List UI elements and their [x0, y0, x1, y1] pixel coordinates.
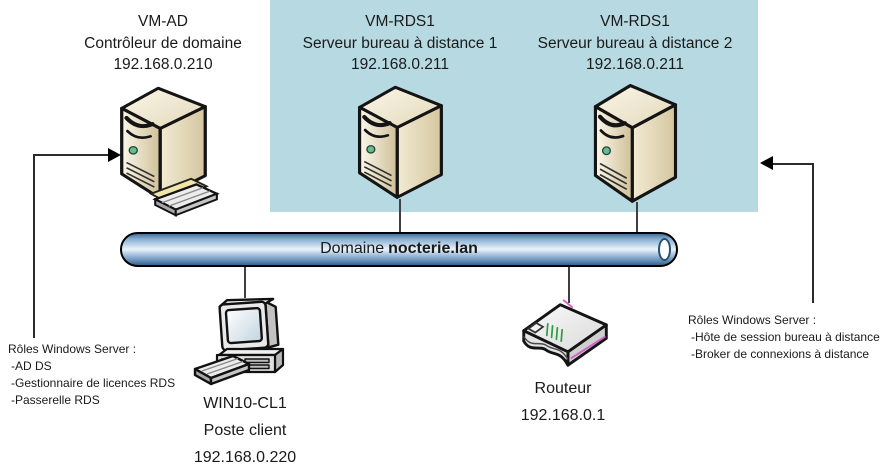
- pipe-end-cap: [658, 238, 671, 261]
- node-label-rds1: VM-RDS1 Serveur bureau à distance 1 192.…: [290, 11, 510, 76]
- bus-label: Domaine: [320, 240, 385, 257]
- node-label-client: WIN10-CL1 Poste client 192.168.0.220: [145, 390, 345, 471]
- node-name: WIN10-CL1: [203, 395, 287, 412]
- server-tower-icon: [593, 83, 678, 203]
- node-label-rds2: VM-RDS1 Serveur bureau à distance 2 192.…: [525, 11, 745, 76]
- connector-line: [636, 202, 638, 233]
- router-icon: [522, 299, 608, 367]
- annotation-item: -Passerelle RDS: [11, 393, 100, 407]
- arrow-head-icon: [760, 156, 773, 170]
- annotation-right-roles: Rôles Windows Server : -Hôte de session …: [688, 312, 880, 363]
- node-ip: 192.168.0.211: [351, 56, 449, 73]
- arrow-to-rds-zone-line: [773, 163, 814, 165]
- connector-line: [244, 265, 246, 298]
- node-role: Serveur bureau à distance 1: [302, 34, 498, 52]
- node-ip: 192.168.0.220: [193, 449, 297, 466]
- node-ip: 192.168.0.1: [520, 407, 606, 424]
- annotation-title: Rôles Windows Server :: [688, 313, 817, 327]
- arrow-to-vm-ad-line: [33, 154, 35, 338]
- annotation-item: -Gestionnaire de licences RDS: [11, 376, 176, 390]
- arrow-to-vm-ad-line: [33, 154, 109, 156]
- annotation-item: -Hôte de session bureau à distance: [691, 330, 880, 344]
- arrow-head-icon: [108, 148, 121, 162]
- node-ip: 192.168.0.211: [586, 56, 684, 73]
- node-role: Poste client: [203, 422, 287, 439]
- node-role: Contrôleur de domaine: [84, 34, 242, 52]
- node-label-router: Routeur 192.168.0.1: [463, 375, 663, 429]
- annotation-title: Rôles Windows Server :: [8, 342, 137, 356]
- connector-line: [399, 199, 401, 233]
- client-computer-icon: [193, 297, 285, 386]
- node-name: Routeur: [534, 380, 592, 397]
- node-name: VM-AD: [138, 13, 188, 30]
- node-ip: 192.168.0.210: [113, 56, 213, 73]
- node-label-vm-ad: VM-AD Contrôleur de domaine 192.168.0.21…: [53, 11, 273, 76]
- annotation-item: -Broker de connexions à distance: [691, 347, 870, 361]
- connector-line: [568, 265, 570, 303]
- arrow-to-rds-zone-line: [812, 163, 814, 303]
- server-tower-icon: [120, 86, 207, 200]
- node-name: VM-RDS1: [365, 13, 435, 30]
- node-name: VM-RDS1: [600, 13, 670, 30]
- node-role: Serveur bureau à distance 2: [537, 34, 733, 52]
- annotation-left-roles: Rôles Windows Server : -AD DS -Gestionna…: [8, 341, 175, 409]
- server-tower-icon: [357, 85, 443, 199]
- keyboard-icon: [148, 177, 220, 217]
- bus-domain-name: nocterie.lan: [388, 240, 478, 257]
- annotation-item: -AD DS: [11, 359, 52, 373]
